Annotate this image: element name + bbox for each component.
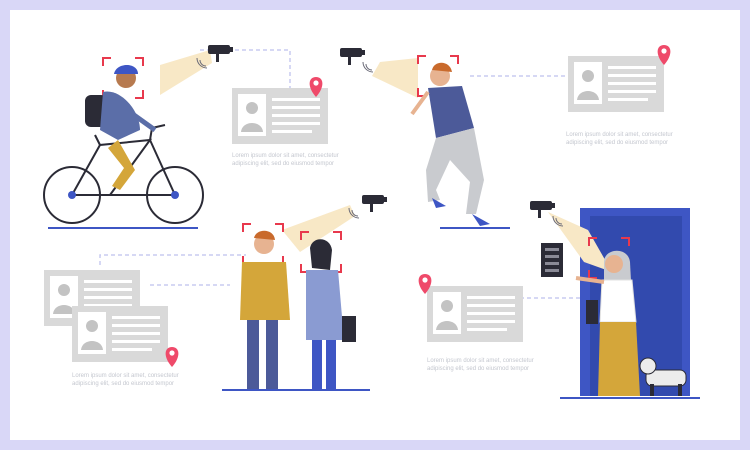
id-card-icon <box>427 286 523 342</box>
camera-cone <box>372 58 418 98</box>
door-group <box>418 201 700 399</box>
cyclist-group <box>43 45 328 229</box>
man-figure <box>240 230 290 390</box>
runner-group <box>340 45 671 229</box>
caption-couple: Lorem ipsum dolor sit amet, consectetur … <box>72 373 179 387</box>
camera-cone <box>282 205 355 252</box>
caption-door: Lorem ipsum dolor sit amet, consectetur … <box>427 358 534 372</box>
id-card-icon <box>232 88 328 144</box>
caption-runner: Lorem ipsum dolor sit amet, consectetur … <box>566 132 673 146</box>
caption-cyclist: Lorem ipsum dolor sit amet, consectetur … <box>232 153 339 167</box>
id-card-icon <box>568 56 664 112</box>
runner-figure <box>410 62 490 226</box>
camera-icon <box>340 48 365 65</box>
connector-lines <box>99 49 585 299</box>
signal-waves-icon <box>362 61 374 73</box>
camera-cone <box>548 212 612 272</box>
couple-group <box>44 195 387 391</box>
id-card-icon <box>72 306 168 362</box>
woman-with-dog-figure <box>575 250 640 396</box>
camera-cone <box>160 50 212 95</box>
keypad-icon <box>541 243 563 277</box>
dog-figure <box>639 357 687 396</box>
location-pin-icon <box>165 347 179 367</box>
camera-icon <box>208 45 233 62</box>
cyclist-figure <box>85 65 157 190</box>
woman-figure <box>306 239 356 390</box>
camera-icon <box>362 195 387 212</box>
